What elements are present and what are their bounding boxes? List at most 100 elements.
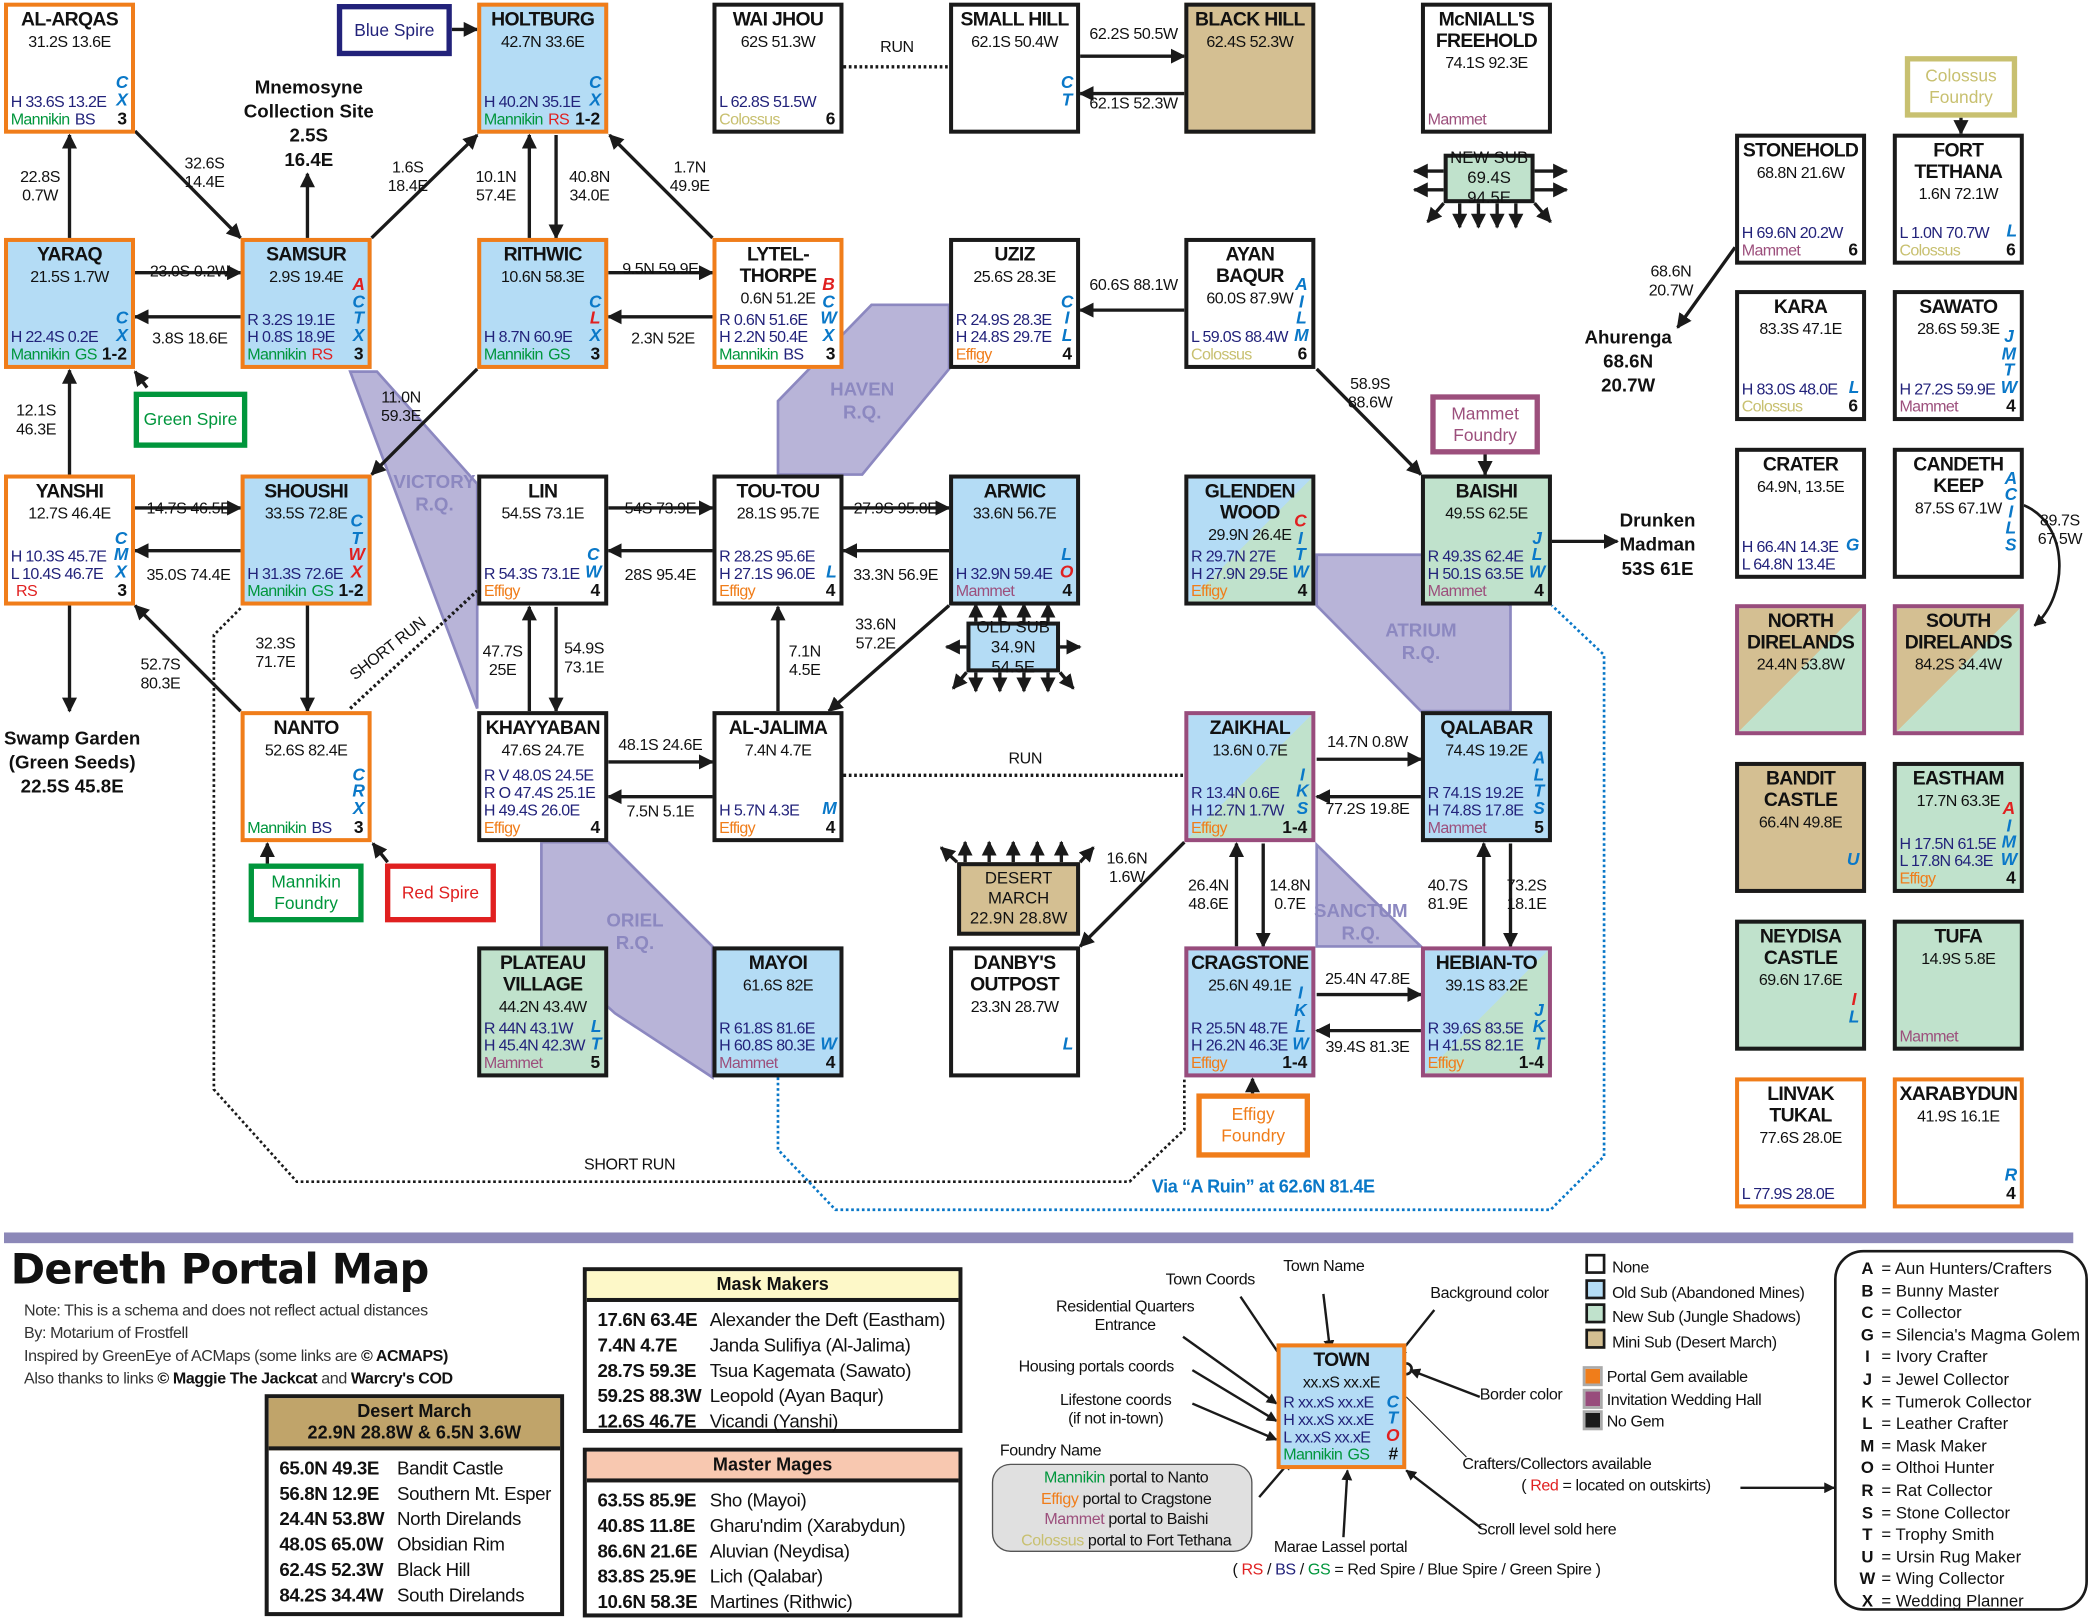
town-coords: 69.6N 17.6E <box>1758 970 1843 990</box>
crafter-letter: L <box>1862 1414 1873 1434</box>
town-name: NEYDISA CASTLE <box>1759 926 1842 970</box>
row-name: Sho (Mayoi) <box>709 1489 807 1511</box>
crafter-meaning: Ivory Crafter <box>1895 1347 1988 1367</box>
row-name: Bandit Castle <box>397 1457 504 1479</box>
edge-label: RUN <box>1008 748 1043 768</box>
foundry-row: Mammet <box>1899 1027 2001 1045</box>
place-coords: 53S 61E <box>1621 557 1694 579</box>
town-coords: 29.9N 26.4E <box>1208 525 1292 545</box>
table-subtitle: 22.9N 28.8W & 6.5N 3.6W <box>307 1422 522 1443</box>
portal-coords: H xx.xS xx.xE <box>1283 1410 1374 1429</box>
rq-label: ATRIUM R.Q. <box>1385 618 1457 664</box>
table-title: Master Mages <box>712 1454 833 1475</box>
crafter-i: I <box>1851 989 1857 1010</box>
town-name: LINVAK TUKAL <box>1767 1084 1834 1127</box>
town-name: EASTHAM <box>1912 768 2005 791</box>
row-coords: 28.7S 59.3E <box>597 1359 697 1381</box>
row-coords: 59.2S 88.3W <box>597 1384 702 1407</box>
legend-town-name: Town Name <box>1283 1256 1365 1276</box>
town-coords: 74.4S 19.2E <box>1445 740 1528 760</box>
foundry-portal: Mammet <box>955 581 1015 601</box>
equals: = <box>1876 1547 1896 1567</box>
portal-coords: L 59.0S 88.4W <box>1191 327 1288 347</box>
portal-coords: L 77.9S 28.0E <box>1741 1184 1835 1204</box>
foundry-portal: Colossus <box>1899 240 1961 260</box>
foundry-portal: Colossus <box>1741 397 1803 416</box>
crafter-g: G <box>1845 534 1860 555</box>
note-author: By: Motarium of Frostfell <box>24 1323 188 1343</box>
crafter-t: T <box>1061 88 1073 109</box>
crafter-l: L <box>1296 307 1307 328</box>
foundry-portal: Mammet <box>719 1053 778 1073</box>
foundry-row: Mammet <box>1428 110 1530 128</box>
crafters-column: R <box>2005 1165 2018 1183</box>
table-row: 28.7S 59.3E Tsua Kagemata (Sawato) <box>587 1358 959 1383</box>
portal-coords: R 3.2S 19.1E <box>247 310 335 329</box>
marae-lassel-spire: BS <box>783 344 804 364</box>
crafter-w: W <box>348 544 365 565</box>
legend-spires: ( RS / BS / GS = Red Spire / Blue Spire … <box>1232 1560 1600 1579</box>
crafter-letter: O <box>1860 1458 1874 1478</box>
town-name: XARABYDUN <box>1899 1084 2018 1106</box>
foundry-portal: Effigy <box>1191 818 1227 837</box>
crafter-i: I <box>1064 307 1070 328</box>
town-coords: 1.6N 72.1W <box>1918 184 1999 204</box>
crafter-o: O <box>1059 560 1074 581</box>
place-name: Swamp Garden (Green Seeds) <box>4 727 141 773</box>
curved-arrow <box>2023 504 2061 627</box>
town-coords: 31.2S 13.6E <box>28 32 111 51</box>
crafters-column: G <box>1845 534 1860 555</box>
legend-callout-arrow <box>1322 1293 1335 1352</box>
bg-label: New Sub (Jungle Shadows) <box>1612 1307 1801 1327</box>
town-name: GLENDEN WOOD <box>1204 481 1296 524</box>
portal-coords: L 62.8S 51.5W <box>719 92 816 111</box>
scroll-level: 1-2 <box>101 343 127 364</box>
crafter-l: L <box>826 560 837 581</box>
crafter-c: C <box>115 72 129 93</box>
legend-marae: Marae Lassel portal <box>1273 1537 1408 1556</box>
portal-coords: H 27.1S 96.0E <box>719 564 815 583</box>
scroll-level: 3 <box>117 108 127 129</box>
crafter-x: X <box>822 324 835 345</box>
row-name: Tsua Kagemata (Sawato) <box>709 1359 912 1381</box>
foundry-example: Mannikin portal to Nanto <box>1001 1468 1251 1489</box>
foundry-portal: Effigy <box>955 344 992 364</box>
marae-lassel-spire: RS <box>548 109 570 129</box>
portal-coords: R O 47.4S 25.1E <box>483 783 596 803</box>
crafter-key: O = Olthoi Hunter <box>1858 1457 2085 1479</box>
edge-label: RUN <box>880 37 914 57</box>
crafter-s: S <box>1296 797 1309 818</box>
foundry-name: Mammet <box>1044 1509 1105 1528</box>
crafter-i: I <box>2008 500 2014 521</box>
portal-coords: H 69.6N 20.2W <box>1741 223 1844 242</box>
spire-key: BS <box>1275 1559 1296 1579</box>
scroll-level: 4 <box>590 580 601 601</box>
crafter-x: X <box>350 560 363 581</box>
map-title: Dereth Portal Map <box>10 1245 430 1294</box>
foundry-example: Colossus portal to Fort Tethana <box>1001 1530 1251 1551</box>
rq-region-sanctum-r-q <box>1315 841 1425 948</box>
crafter-c: C <box>587 544 600 565</box>
bg-label: Old Sub (Abandoned Mines) <box>1612 1282 1805 1302</box>
crafters-column: M <box>822 799 836 817</box>
legend-scroll: Scroll level sold here <box>1477 1519 1617 1539</box>
legend-crafters: Crafters/Collectors available <box>1462 1454 1652 1474</box>
